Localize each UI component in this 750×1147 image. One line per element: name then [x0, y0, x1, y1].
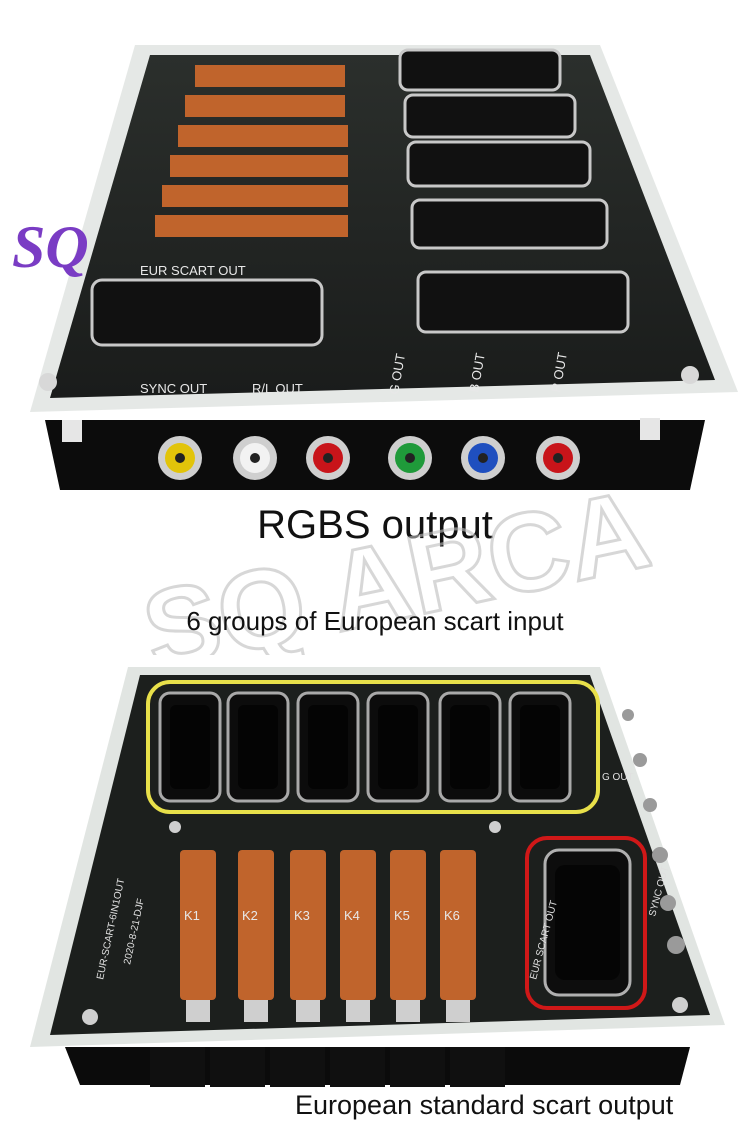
rca-jack: [536, 436, 580, 480]
scart-input-stack: [398, 48, 630, 334]
label-b-out: B OUT: [466, 352, 488, 394]
caption-scart-output: European standard scart output: [295, 1090, 674, 1120]
sq-logo: SQ: [12, 214, 89, 280]
relay-row: [155, 65, 348, 237]
scart-input-socket: [508, 691, 572, 803]
rca-jack-row: [158, 436, 580, 480]
screws: [82, 821, 688, 1025]
relay-switch: K2: [238, 850, 274, 1022]
scart-input-socket: [226, 691, 290, 803]
base-feet: [150, 1047, 505, 1087]
side-rca-jacks: [622, 709, 685, 954]
photo-rgbs-board: EUR SCART OUT SYNC OUT R/L OUT G OUT B O…: [0, 0, 750, 500]
switch-row: K1 K2 K3 K4 K5 K6: [180, 850, 476, 1022]
rca-jack: [233, 436, 277, 480]
relay-switch: K3: [290, 850, 326, 1022]
scart-input-row: [158, 691, 572, 803]
scart-input-socket: [296, 691, 360, 803]
label-sync-out: SYNC OUT: [140, 381, 207, 396]
caption-scart-input: 6 groups of European scart input: [186, 606, 564, 636]
relay-switch: K1: [180, 850, 216, 1022]
label-r-out: R OUT: [548, 351, 570, 393]
switch-label: K4: [344, 908, 360, 923]
logo-text: SQ: [12, 214, 89, 280]
label-side-g-out: G OUT: [602, 772, 634, 783]
switch-label: K6: [444, 908, 460, 923]
scart-output-socket: [90, 278, 324, 347]
relay-switch: K4: [340, 850, 376, 1022]
highlight-inputs: [146, 680, 600, 814]
highlight-output: [525, 836, 647, 1010]
switch-label: K2: [242, 908, 258, 923]
relay-switch: K5: [390, 850, 426, 1022]
scart-input-socket: [438, 691, 502, 803]
rca-jack: [158, 436, 202, 480]
relay-switch: K6: [440, 850, 476, 1022]
rca-jack: [388, 436, 432, 480]
scart-input-socket: [158, 691, 222, 803]
scart-input-socket: [366, 691, 430, 803]
caption-rgbs-output: RGBS output: [257, 503, 493, 547]
standoffs: [39, 366, 699, 442]
label-rl-out: R/L OUT: [252, 381, 303, 396]
switch-label: K5: [394, 908, 410, 923]
switch-label: K3: [294, 908, 310, 923]
scart-output: [543, 848, 632, 997]
label-eur-scart-out: EUR SCART OUT: [140, 263, 246, 278]
switch-label: K1: [184, 908, 200, 923]
base-plate: [45, 420, 705, 490]
label-g-out: G OUT: [386, 352, 408, 395]
rca-jack: [306, 436, 350, 480]
rca-jack: [461, 436, 505, 480]
